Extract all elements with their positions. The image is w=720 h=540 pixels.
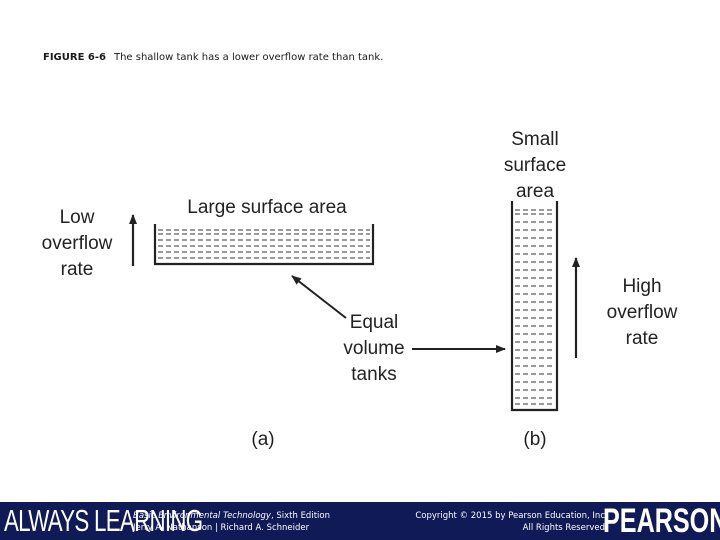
low-overflow-rate-label: Low overflow rate bbox=[42, 207, 113, 280]
equal-volume-tanks-label: Equal volume tanks bbox=[343, 312, 404, 385]
deep-tank-water bbox=[515, 209, 554, 405]
large-surface-area-label: Large surface area bbox=[187, 197, 347, 218]
high-overflow-line-3: rate bbox=[626, 328, 659, 349]
copyright-info: Copyright © 2015 by Pearson Education, I… bbox=[415, 510, 605, 534]
pearson-logo: PEARSON bbox=[603, 502, 720, 540]
figure-caption-text: The shallow tank has a lower overflow ra… bbox=[113, 52, 384, 63]
figure-caption: FIGURE 6-6 The shallow tank has a lower o… bbox=[43, 52, 383, 63]
low-overflow-line-1: Low bbox=[60, 207, 95, 228]
shallow-tank-water bbox=[158, 229, 370, 259]
panel-b-label: (b) bbox=[523, 429, 546, 450]
equal-volume-arrow-to-a bbox=[291, 275, 347, 319]
equal-volume-line-1: Equal bbox=[350, 312, 399, 333]
figure-number: FIGURE 6-6 bbox=[43, 52, 106, 63]
high-overflow-line-2: overflow bbox=[607, 302, 678, 323]
book-title: Basic Environmental Technology bbox=[133, 511, 271, 521]
book-authors: Jerry A. Nathanson | Richard A. Schneide… bbox=[133, 523, 310, 533]
deep-tank bbox=[510, 201, 559, 412]
book-edition: , Sixth Edition bbox=[270, 511, 330, 521]
copyright-text: Copyright © 2015 by Pearson Education, I… bbox=[415, 511, 605, 521]
small-surface-line-2: surface bbox=[504, 155, 566, 176]
small-surface-area-label: Small surface area bbox=[504, 129, 566, 202]
equal-volume-line-3: tanks bbox=[351, 364, 396, 385]
always-learning-tagline: ALWAYS LEARNING bbox=[4, 503, 203, 538]
sedimentation-tank-diagram: Large surface area Low overflow rate Sma… bbox=[42, 129, 678, 450]
book-info: Basic Environmental Technology, Sixth Ed… bbox=[133, 510, 330, 534]
equal-volume-line-2: volume bbox=[343, 338, 404, 359]
high-overflow-rate-label: High overflow rate bbox=[607, 276, 678, 349]
high-overflow-line-1: High bbox=[622, 276, 661, 297]
small-surface-line-1: Small bbox=[511, 129, 559, 150]
footer-bar: ALWAYS LEARNING Basic Environmental Tech… bbox=[0, 502, 720, 540]
small-surface-line-3: area bbox=[516, 181, 554, 202]
low-overflow-line-2: overflow bbox=[42, 233, 113, 254]
low-overflow-line-3: rate bbox=[61, 259, 94, 280]
shallow-tank bbox=[153, 224, 375, 266]
panel-a-label: (a) bbox=[251, 429, 274, 450]
rights-text: All Rights Reserved bbox=[522, 523, 605, 533]
